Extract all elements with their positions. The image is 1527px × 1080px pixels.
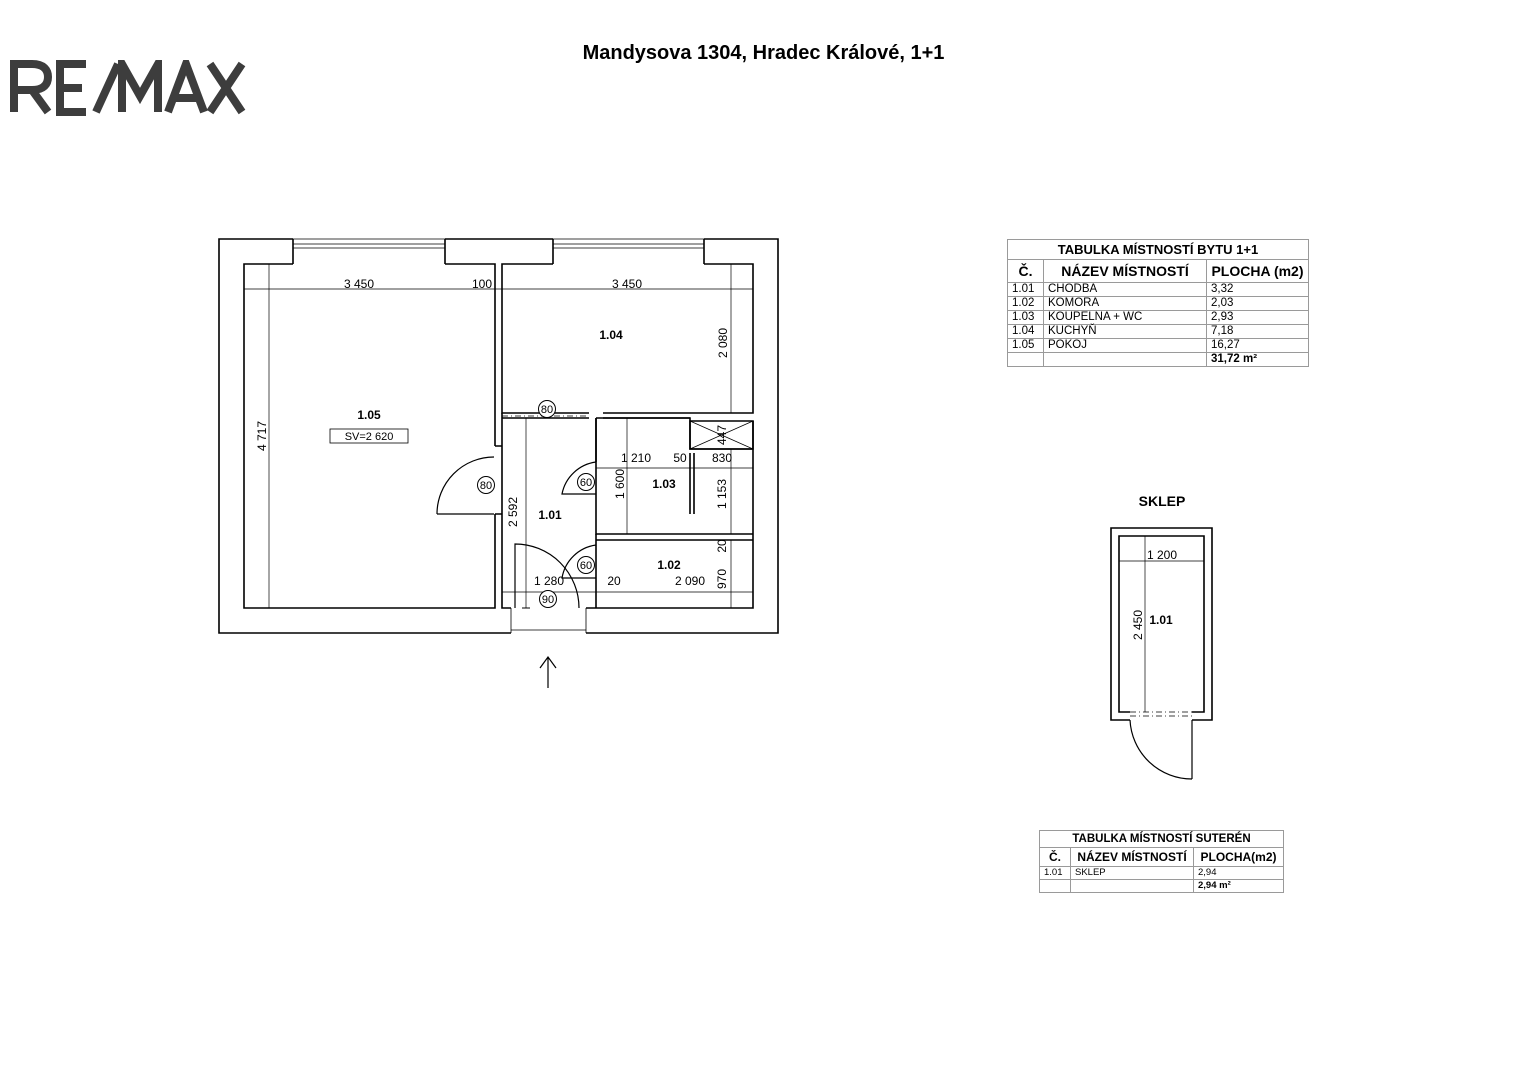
dim-447: 447 xyxy=(715,425,729,445)
window-right xyxy=(553,238,704,249)
cell-empty xyxy=(1007,352,1044,367)
cell-empty xyxy=(1039,879,1071,893)
door-80-top-badge xyxy=(538,400,556,418)
cellar-dim-height: 2 450 xyxy=(1131,610,1145,640)
dim-1210: 1 210 xyxy=(621,451,651,465)
room-1-05-wall xyxy=(243,263,496,609)
door-60-a-badge xyxy=(577,473,595,491)
table-row: 1.01 CHODBA 3,32 xyxy=(1007,282,1309,297)
cell-area: 2,03 xyxy=(1206,296,1309,311)
table-header-row: Č. NÁZEV MÍSTNOSTÍ PLOCHA (m2) xyxy=(1007,259,1309,283)
door-swing-1-02 xyxy=(561,544,597,579)
cell-name: KOUPELNA + WC xyxy=(1043,310,1207,325)
door-60-a: 60 xyxy=(580,477,592,489)
col-header-number: Č. xyxy=(1007,259,1044,283)
dim-20-vertical: 20 xyxy=(715,539,729,553)
col-header-area: PLOCHA(m2) xyxy=(1193,847,1284,867)
cellar-title: SKLEP xyxy=(1139,493,1186,509)
cell-number: 1.01 xyxy=(1007,282,1044,297)
cell-name: KOMORA xyxy=(1043,296,1207,311)
sv-label: SV=2 620 xyxy=(345,431,394,443)
table-row: 1.01 SKLEP 2,94 xyxy=(1039,866,1284,880)
table-row: 1.05 POKOJ 16,27 xyxy=(1007,338,1309,353)
cell-area: 16,27 xyxy=(1206,338,1309,353)
cell-empty xyxy=(1043,352,1207,367)
dim-1600: 1 600 xyxy=(613,469,627,499)
table-row: 1.03 KOUPELNA + WC 2,93 xyxy=(1007,310,1309,325)
door-60-b: 60 xyxy=(580,560,592,572)
table-caption: TABULKA MÍSTNOSTÍ BYTU 1+1 xyxy=(1007,239,1309,259)
entrance-arrow xyxy=(539,655,557,688)
entrance-door xyxy=(514,543,580,609)
rooms-table-basement: TABULKA MÍSTNOSTÍ SUTERÉN Č. NÁZEV MÍSTN… xyxy=(1039,830,1284,893)
room-label-1-01: 1.01 xyxy=(538,508,562,522)
page-title: Mandysova 1304, Hradec Králové, 1+1 xyxy=(582,42,945,64)
dim-20-horizontal: 20 xyxy=(607,574,621,588)
cell-number: 1.03 xyxy=(1007,310,1044,325)
door-swing-1-05 xyxy=(436,456,495,515)
room-label-1-03: 1.03 xyxy=(652,477,676,491)
cellar-door-swing xyxy=(1129,719,1193,780)
cell-name: CHODBA xyxy=(1043,282,1207,297)
dim-970: 970 xyxy=(715,569,729,589)
dim-1153: 1 153 xyxy=(715,479,729,509)
dim-2592: 2 592 xyxy=(506,497,520,527)
door-80-left-badge xyxy=(477,476,495,494)
cell-name: SKLEP xyxy=(1070,866,1194,880)
cell-name: KUCHYŇ xyxy=(1043,324,1207,339)
outer-wall xyxy=(218,238,779,634)
dim-2090: 2 090 xyxy=(675,574,705,588)
door-90-badge xyxy=(539,590,557,608)
table-header-row: Č. NÁZEV MÍSTNOSTÍ PLOCHA(m2) xyxy=(1039,847,1284,867)
table-row: 1.04 KUCHYŇ 7,18 xyxy=(1007,324,1309,339)
col-header-area: PLOCHA (m2) xyxy=(1206,259,1309,283)
cell-empty xyxy=(1070,879,1194,893)
room-label-1-05: 1.05 xyxy=(357,408,381,422)
table-row: 1.02 KOMORA 2,03 xyxy=(1007,296,1309,311)
cell-total: 2,94 m² xyxy=(1193,879,1284,893)
door-90: 90 xyxy=(542,594,554,606)
table-total-row: 2,94 m² xyxy=(1039,879,1284,893)
cell-area: 3,32 xyxy=(1206,282,1309,297)
cellar-dim-width: 1 200 xyxy=(1147,548,1177,562)
door-80-top: 80 xyxy=(541,404,553,416)
cell-area: 2,94 xyxy=(1193,866,1284,880)
cell-number: 1.04 xyxy=(1007,324,1044,339)
col-header-name: NÁZEV MÍSTNOSTÍ xyxy=(1070,847,1194,867)
dim-4717: 4 717 xyxy=(255,421,269,451)
dim-1280: 1 280 xyxy=(534,574,564,588)
cellar-inner-wall xyxy=(1118,535,1205,713)
dim-830: 830 xyxy=(712,451,732,465)
cell-number: 1.05 xyxy=(1007,338,1044,353)
door-60-b-badge xyxy=(577,556,595,574)
room-label-1-04: 1.04 xyxy=(599,328,623,342)
cell-name: POKOJ xyxy=(1043,338,1207,353)
sv-box xyxy=(329,428,409,444)
cellar-room-label: 1.01 xyxy=(1149,613,1173,627)
col-header-number: Č. xyxy=(1039,847,1071,867)
door-80-left: 80 xyxy=(480,480,492,492)
dim-2080: 2 080 xyxy=(716,328,730,358)
door-swing-1-03 xyxy=(561,461,597,495)
dim-50: 50 xyxy=(673,451,687,465)
cell-total: 31,72 m² xyxy=(1206,352,1309,367)
rooms-table-flat: TABULKA MÍSTNOSTÍ BYTU 1+1 Č. NÁZEV MÍST… xyxy=(1007,239,1309,367)
cell-area: 7,18 xyxy=(1206,324,1309,339)
dim-3450-right: 3 450 xyxy=(612,277,642,291)
room-1-02-wall xyxy=(595,534,753,608)
cellar-outer-wall xyxy=(1110,527,1213,721)
dim-3450-left: 3 450 xyxy=(344,277,374,291)
dim-100: 100 xyxy=(472,277,492,291)
room-label-1-02: 1.02 xyxy=(657,558,681,572)
remax-logo xyxy=(10,60,246,116)
col-header-name: NÁZEV MÍSTNOSTÍ xyxy=(1043,259,1207,283)
window-left xyxy=(293,238,445,249)
cell-area: 2,93 xyxy=(1206,310,1309,325)
table-total-row: 31,72 m² xyxy=(1007,352,1309,367)
cell-number: 1.02 xyxy=(1007,296,1044,311)
cell-number: 1.01 xyxy=(1039,866,1071,880)
table-caption: TABULKA MÍSTNOSTÍ SUTERÉN xyxy=(1039,830,1284,847)
